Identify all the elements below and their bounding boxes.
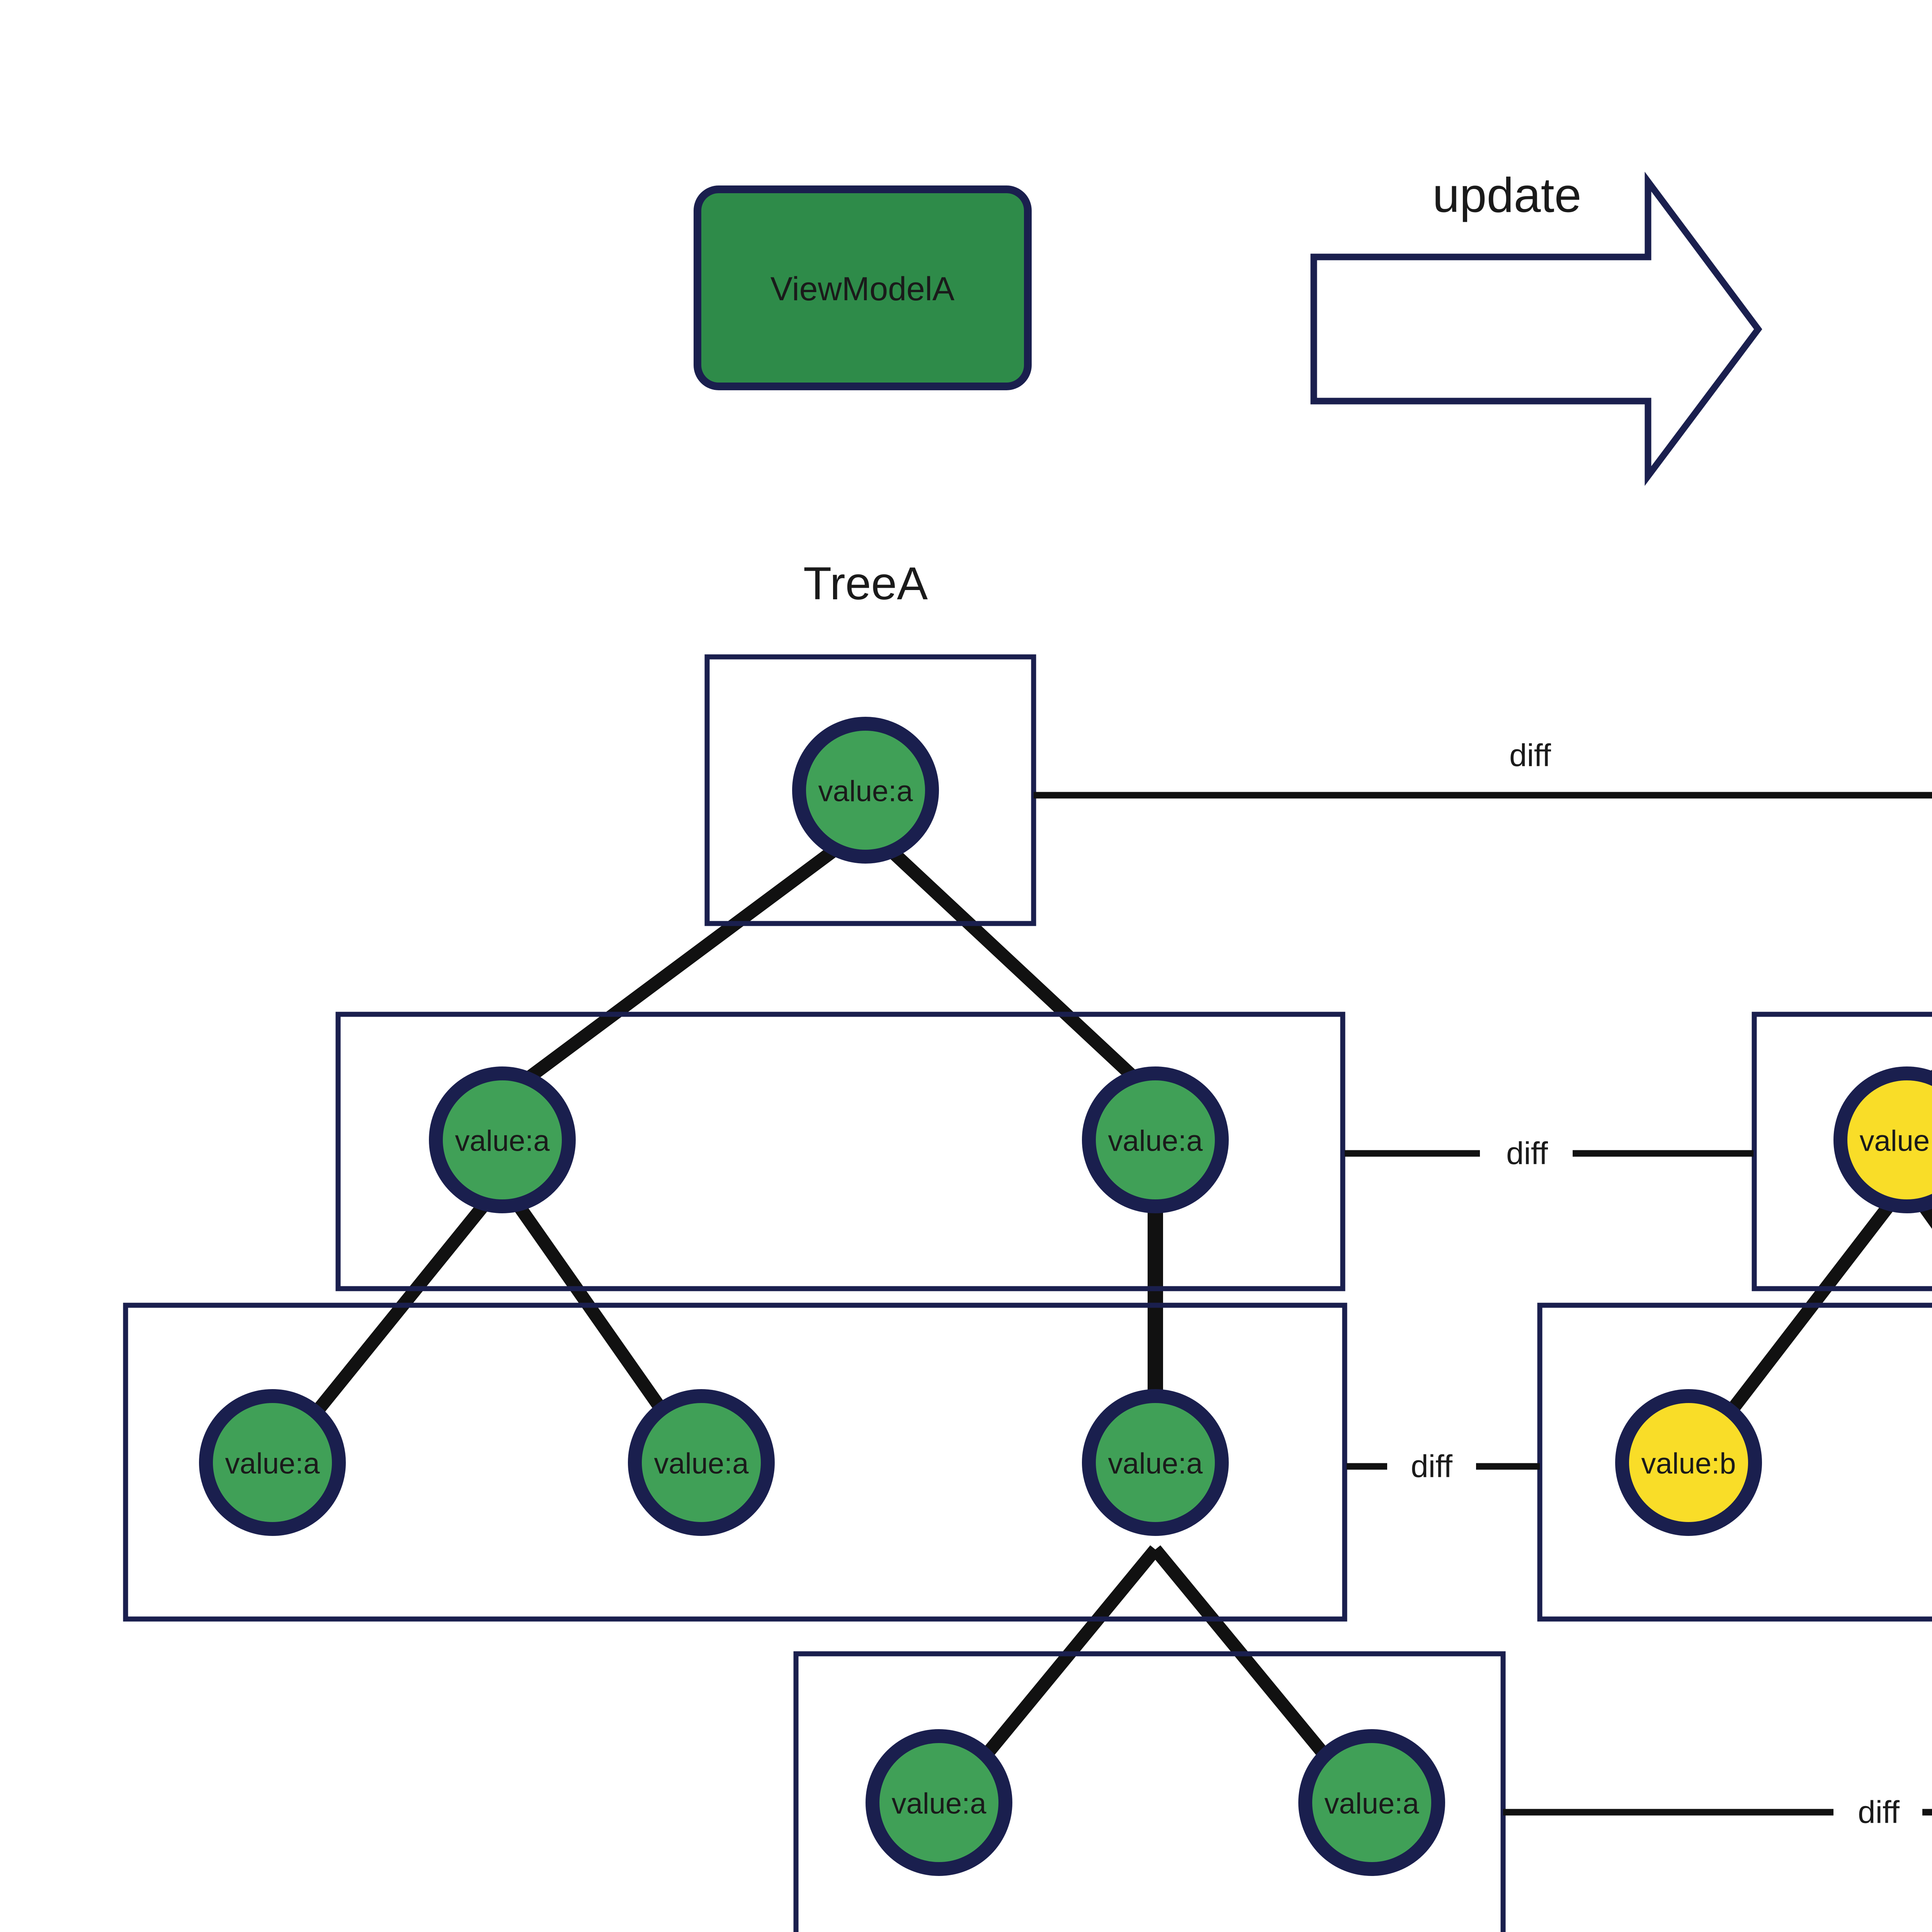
viewmodel-a-label: ViewModelA (770, 270, 955, 308)
left-level-3-rect (123, 1303, 1347, 1622)
left-node-l3-2[interactable]: value:a (1082, 1389, 1229, 1536)
left-node-l2-0[interactable]: value:a (429, 1066, 576, 1213)
left-node-l1-0[interactable]: value:a (792, 717, 939, 864)
node-circle (1833, 1066, 1932, 1213)
right-node-l3-0[interactable]: value:b (1615, 1389, 1762, 1536)
left-node-l4-1[interactable]: value:a (1298, 1729, 1445, 1876)
right-tree-nodes: value:b value:b value:b value:b value:b … (1615, 1066, 1932, 1536)
left-tree-title: TreeA (803, 558, 928, 609)
right-node-l2-0[interactable]: value:b (1833, 1066, 1932, 1213)
edge-l1-l2b (861, 822, 1160, 1102)
left-node-l3-1[interactable]: value:a (628, 1389, 775, 1536)
header-row: ViewModelA update ViewModelB (694, 168, 1762, 486)
node-circle (792, 717, 939, 864)
left-tree-nodes: value:a value:a value:a value:a value:a … (199, 717, 1445, 1876)
node-label: value:a (1324, 1787, 1419, 1820)
viewmodel-a-box[interactable]: ViewModelA (694, 185, 1032, 390)
node-circle (1082, 1066, 1229, 1213)
viewmodel-a-rect (694, 185, 1032, 390)
diff-label-level-2: diff (1506, 1136, 1548, 1171)
node-label: value:a (1108, 1125, 1203, 1158)
right-level-3-rect (1537, 1303, 1932, 1622)
node-circle (1298, 1729, 1445, 1876)
diff-connectors: diff diff diff diff (1034, 738, 1932, 1830)
node-label: value:a (225, 1447, 320, 1480)
right-level-2-rect (1752, 1012, 1932, 1291)
diff-label-level-4: diff (1858, 1795, 1900, 1830)
diff-label-level-1: diff (1509, 738, 1551, 773)
node-circle (1082, 1389, 1229, 1536)
node-label: value:a (891, 1787, 986, 1820)
level-group-rects (123, 654, 1932, 1932)
node-label: value:b (1641, 1447, 1736, 1480)
node-label: value:b (1859, 1125, 1932, 1158)
node-circle (1615, 1389, 1762, 1536)
node-label: value:a (455, 1125, 550, 1158)
left-node-l3-0[interactable]: value:a (199, 1389, 346, 1536)
node-circle (628, 1389, 775, 1536)
left-level-1-rect (704, 654, 1036, 926)
node-circle (866, 1729, 1012, 1876)
left-node-l4-0[interactable]: value:a (866, 1729, 1012, 1876)
left-level-4-rect (793, 1651, 1506, 1932)
diff-label-level-3: diff (1411, 1449, 1452, 1484)
update-label: update (1432, 168, 1581, 223)
left-node-l2-1[interactable]: value:a (1082, 1066, 1229, 1213)
node-label: value:a (818, 775, 913, 808)
left-level-2-rect (335, 1012, 1345, 1291)
node-label: value:a (654, 1447, 749, 1480)
node-circle (429, 1066, 576, 1213)
edge-l1-l2a (498, 821, 870, 1103)
node-circle (199, 1389, 346, 1536)
node-label: value:a (1108, 1447, 1203, 1480)
right-arrow-icon (1310, 172, 1762, 486)
